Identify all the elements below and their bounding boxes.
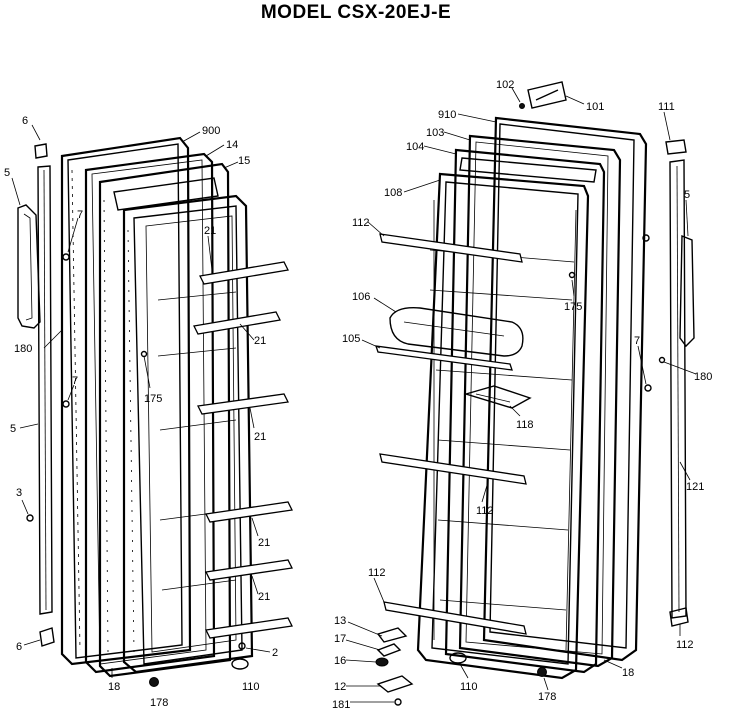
part-112-shelf-mid (379, 453, 527, 485)
label-112: 112 (476, 505, 494, 517)
freezer-door-liner (122, 194, 254, 674)
left-door-assembly: 6 5 7 180 7 5 3 6 900 14 15 21 21 175 21… (4, 115, 293, 709)
part-5-trim-strip (37, 165, 53, 615)
diagram-title: MODEL CSX-20EJ-E (0, 2, 736, 24)
part-900-outer-door (60, 136, 192, 666)
part-13-hinge-plate (376, 627, 408, 643)
label-101: 101 (586, 101, 604, 113)
label-103: 103 (426, 127, 444, 139)
label-21: 21 (204, 225, 216, 237)
label-7: 7 (77, 209, 83, 221)
label-18: 18 (622, 667, 634, 679)
right-door-assembly: 102 101 910 103 104 108 112 106 105 175 … (332, 79, 712, 711)
label-175: 175 (144, 393, 162, 405)
label-17: 17 (334, 633, 346, 645)
label-7: 7 (634, 335, 640, 347)
part-108-liner (416, 172, 590, 680)
part-104-breaker (444, 148, 606, 674)
label-104: 104 (406, 141, 424, 153)
label-910: 910 (438, 109, 456, 121)
part-112-shelf-top (379, 233, 523, 263)
label-900: 900 (202, 125, 220, 137)
label-178: 178 (538, 691, 556, 703)
part-111-cap (665, 139, 687, 155)
part-2-screw (238, 642, 246, 650)
label-12: 12 (334, 681, 346, 693)
part-3-screw (26, 514, 34, 522)
part-112-shelf-bottom (383, 601, 527, 635)
part-105-shelf (375, 345, 513, 371)
label-2: 2 (272, 647, 278, 659)
part-16-bushing (375, 657, 389, 667)
label-110: 110 (242, 681, 260, 693)
part-7-screw-upper (62, 253, 70, 261)
label-112: 112 (676, 639, 694, 651)
label-15: 15 (238, 155, 250, 167)
part-5-handle (17, 204, 41, 329)
part-181-screw (394, 698, 402, 706)
part-178-plug-left (149, 677, 159, 687)
part-12-hinge-bracket (376, 675, 414, 693)
part-121-trim-strip (669, 159, 687, 619)
part-17-washer (376, 643, 402, 657)
label-105: 105 (342, 333, 360, 345)
part-21-shelves (193, 261, 293, 639)
label-106: 106 (352, 291, 370, 303)
label-3: 3 (16, 487, 22, 499)
part-112-hinge (669, 607, 689, 627)
part-118-egg-tray (463, 385, 532, 409)
part-110-cap-left (231, 658, 249, 670)
part-110-cap-right (449, 652, 467, 664)
part-178-plug-right (537, 667, 547, 677)
label-14: 14 (226, 139, 238, 151)
label-13: 13 (334, 615, 346, 627)
part-103-gasket (458, 134, 622, 668)
part-106-dairy-compartment (389, 307, 524, 357)
part-5-handle-right (679, 234, 695, 348)
label-21: 21 (258, 591, 270, 603)
label-180: 180 (14, 343, 32, 355)
label-5: 5 (4, 167, 10, 179)
part-6-bottom-cap (39, 627, 55, 647)
label-6: 6 (22, 115, 28, 127)
part-910-outer-door (482, 116, 648, 662)
label-181: 181 (332, 699, 350, 711)
label-7: 7 (72, 375, 78, 387)
label-111: 111 (658, 101, 675, 113)
label-180: 180 (694, 371, 712, 383)
part-15-breaker-strip (98, 162, 232, 678)
label-175: 175 (564, 301, 582, 313)
model-title-text: MODEL CSX-20EJ-E (260, 2, 452, 23)
part-14-gasket (84, 152, 216, 674)
label-21: 21 (258, 537, 270, 549)
label-112: 112 (352, 217, 370, 229)
label-21: 21 (254, 431, 266, 443)
part-101-badge (527, 81, 567, 109)
label-5: 5 (10, 423, 16, 435)
label-121: 121 (686, 481, 704, 493)
part-7-screw-lower (62, 400, 70, 408)
label-18: 18 (108, 681, 120, 693)
label-110: 110 (460, 681, 478, 693)
label-102: 102 (496, 79, 514, 91)
label-112: 112 (368, 567, 386, 579)
label-108: 108 (384, 187, 402, 199)
label-118: 118 (516, 419, 534, 431)
label-6: 6 (16, 641, 22, 653)
label-5: 5 (684, 189, 690, 201)
label-178: 178 (150, 697, 168, 709)
part-6-top-cap (34, 143, 48, 159)
part-102-screw (519, 103, 525, 109)
label-21: 21 (254, 335, 266, 347)
label-16: 16 (334, 655, 346, 667)
